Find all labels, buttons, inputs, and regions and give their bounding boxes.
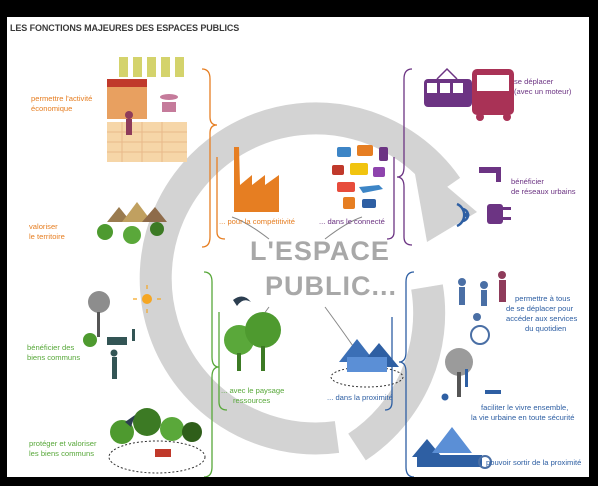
forest-protection-icon bbox=[108, 408, 206, 474]
inner-label-proximite: ... dans la proximité bbox=[327, 393, 393, 402]
market-illustration bbox=[107, 57, 187, 162]
accessibility-people-icon bbox=[458, 271, 506, 345]
right-label-access-1: permettre à tous bbox=[515, 294, 571, 303]
inner-label-paysage-2: ressources bbox=[233, 396, 271, 405]
right-label-beyond: pouvoir sortir de la proximité bbox=[486, 458, 582, 467]
connected-vehicles-icon bbox=[332, 145, 388, 209]
proximity-houses-icon bbox=[330, 339, 404, 388]
left-label-commons-1: bénéficier des bbox=[27, 343, 75, 352]
right-label-access-4: du quotidien bbox=[525, 324, 567, 333]
brackets bbox=[201, 68, 415, 477]
right-label-networks-1: bénéficier bbox=[511, 177, 544, 186]
right-label-access-2: de se déplacer pour bbox=[506, 304, 574, 313]
left-label-protect-2: les biens communs bbox=[29, 449, 94, 458]
inner-label-competitivite: ... pour la compétitivité bbox=[219, 217, 295, 226]
center-title-line1: L'ESPACE bbox=[250, 236, 390, 266]
tram-bus-icon bbox=[424, 67, 514, 121]
territory-village-icon bbox=[97, 202, 167, 244]
left-label-territory-2: le territoire bbox=[29, 232, 65, 241]
bird-icon bbox=[233, 296, 251, 306]
right-label-move-2: (avec un moteur) bbox=[514, 87, 572, 96]
inner-label-connecte: ... dans le connecté bbox=[319, 217, 385, 226]
left-label-economic-2: économique bbox=[31, 104, 73, 113]
living-together-icon bbox=[441, 348, 501, 401]
left-label-territory-1: valoriser bbox=[29, 222, 58, 231]
infographic-artwork bbox=[83, 57, 514, 477]
center-title-line2: PUBLIC... bbox=[265, 271, 398, 301]
left-label-protect-1: protéger et valoriser bbox=[29, 439, 97, 448]
right-label-access-3: accéder aux services bbox=[506, 314, 578, 323]
urban-networks-icon bbox=[456, 167, 511, 228]
left-label-economic-1: permettre l'activité bbox=[31, 94, 93, 103]
right-label-move-1: se déplacer bbox=[514, 77, 554, 86]
inner-label-paysage-1: ... avec le paysage bbox=[221, 386, 285, 395]
landscape-trees-icon bbox=[224, 312, 281, 371]
right-label-together-1: faciliter le vivre ensemble, bbox=[481, 403, 569, 412]
circular-arrow bbox=[139, 102, 477, 461]
left-label-commons-2: biens communs bbox=[27, 353, 81, 362]
factory-icon bbox=[234, 147, 279, 212]
page-title: LES FONCTIONS MAJEURES DES ESPACES PUBLI… bbox=[10, 23, 240, 33]
right-label-together-2: la vie urbaine en toute sécurité bbox=[471, 413, 575, 422]
commons-nature-icon bbox=[83, 291, 135, 379]
beyond-proximity-icon bbox=[412, 427, 492, 469]
sun-icon bbox=[133, 285, 161, 313]
right-label-networks-2: de réseaux urbains bbox=[511, 187, 576, 196]
infographic-page: LES FONCTIONS MAJEURES DES ESPACES PUBLI… bbox=[7, 17, 589, 477]
